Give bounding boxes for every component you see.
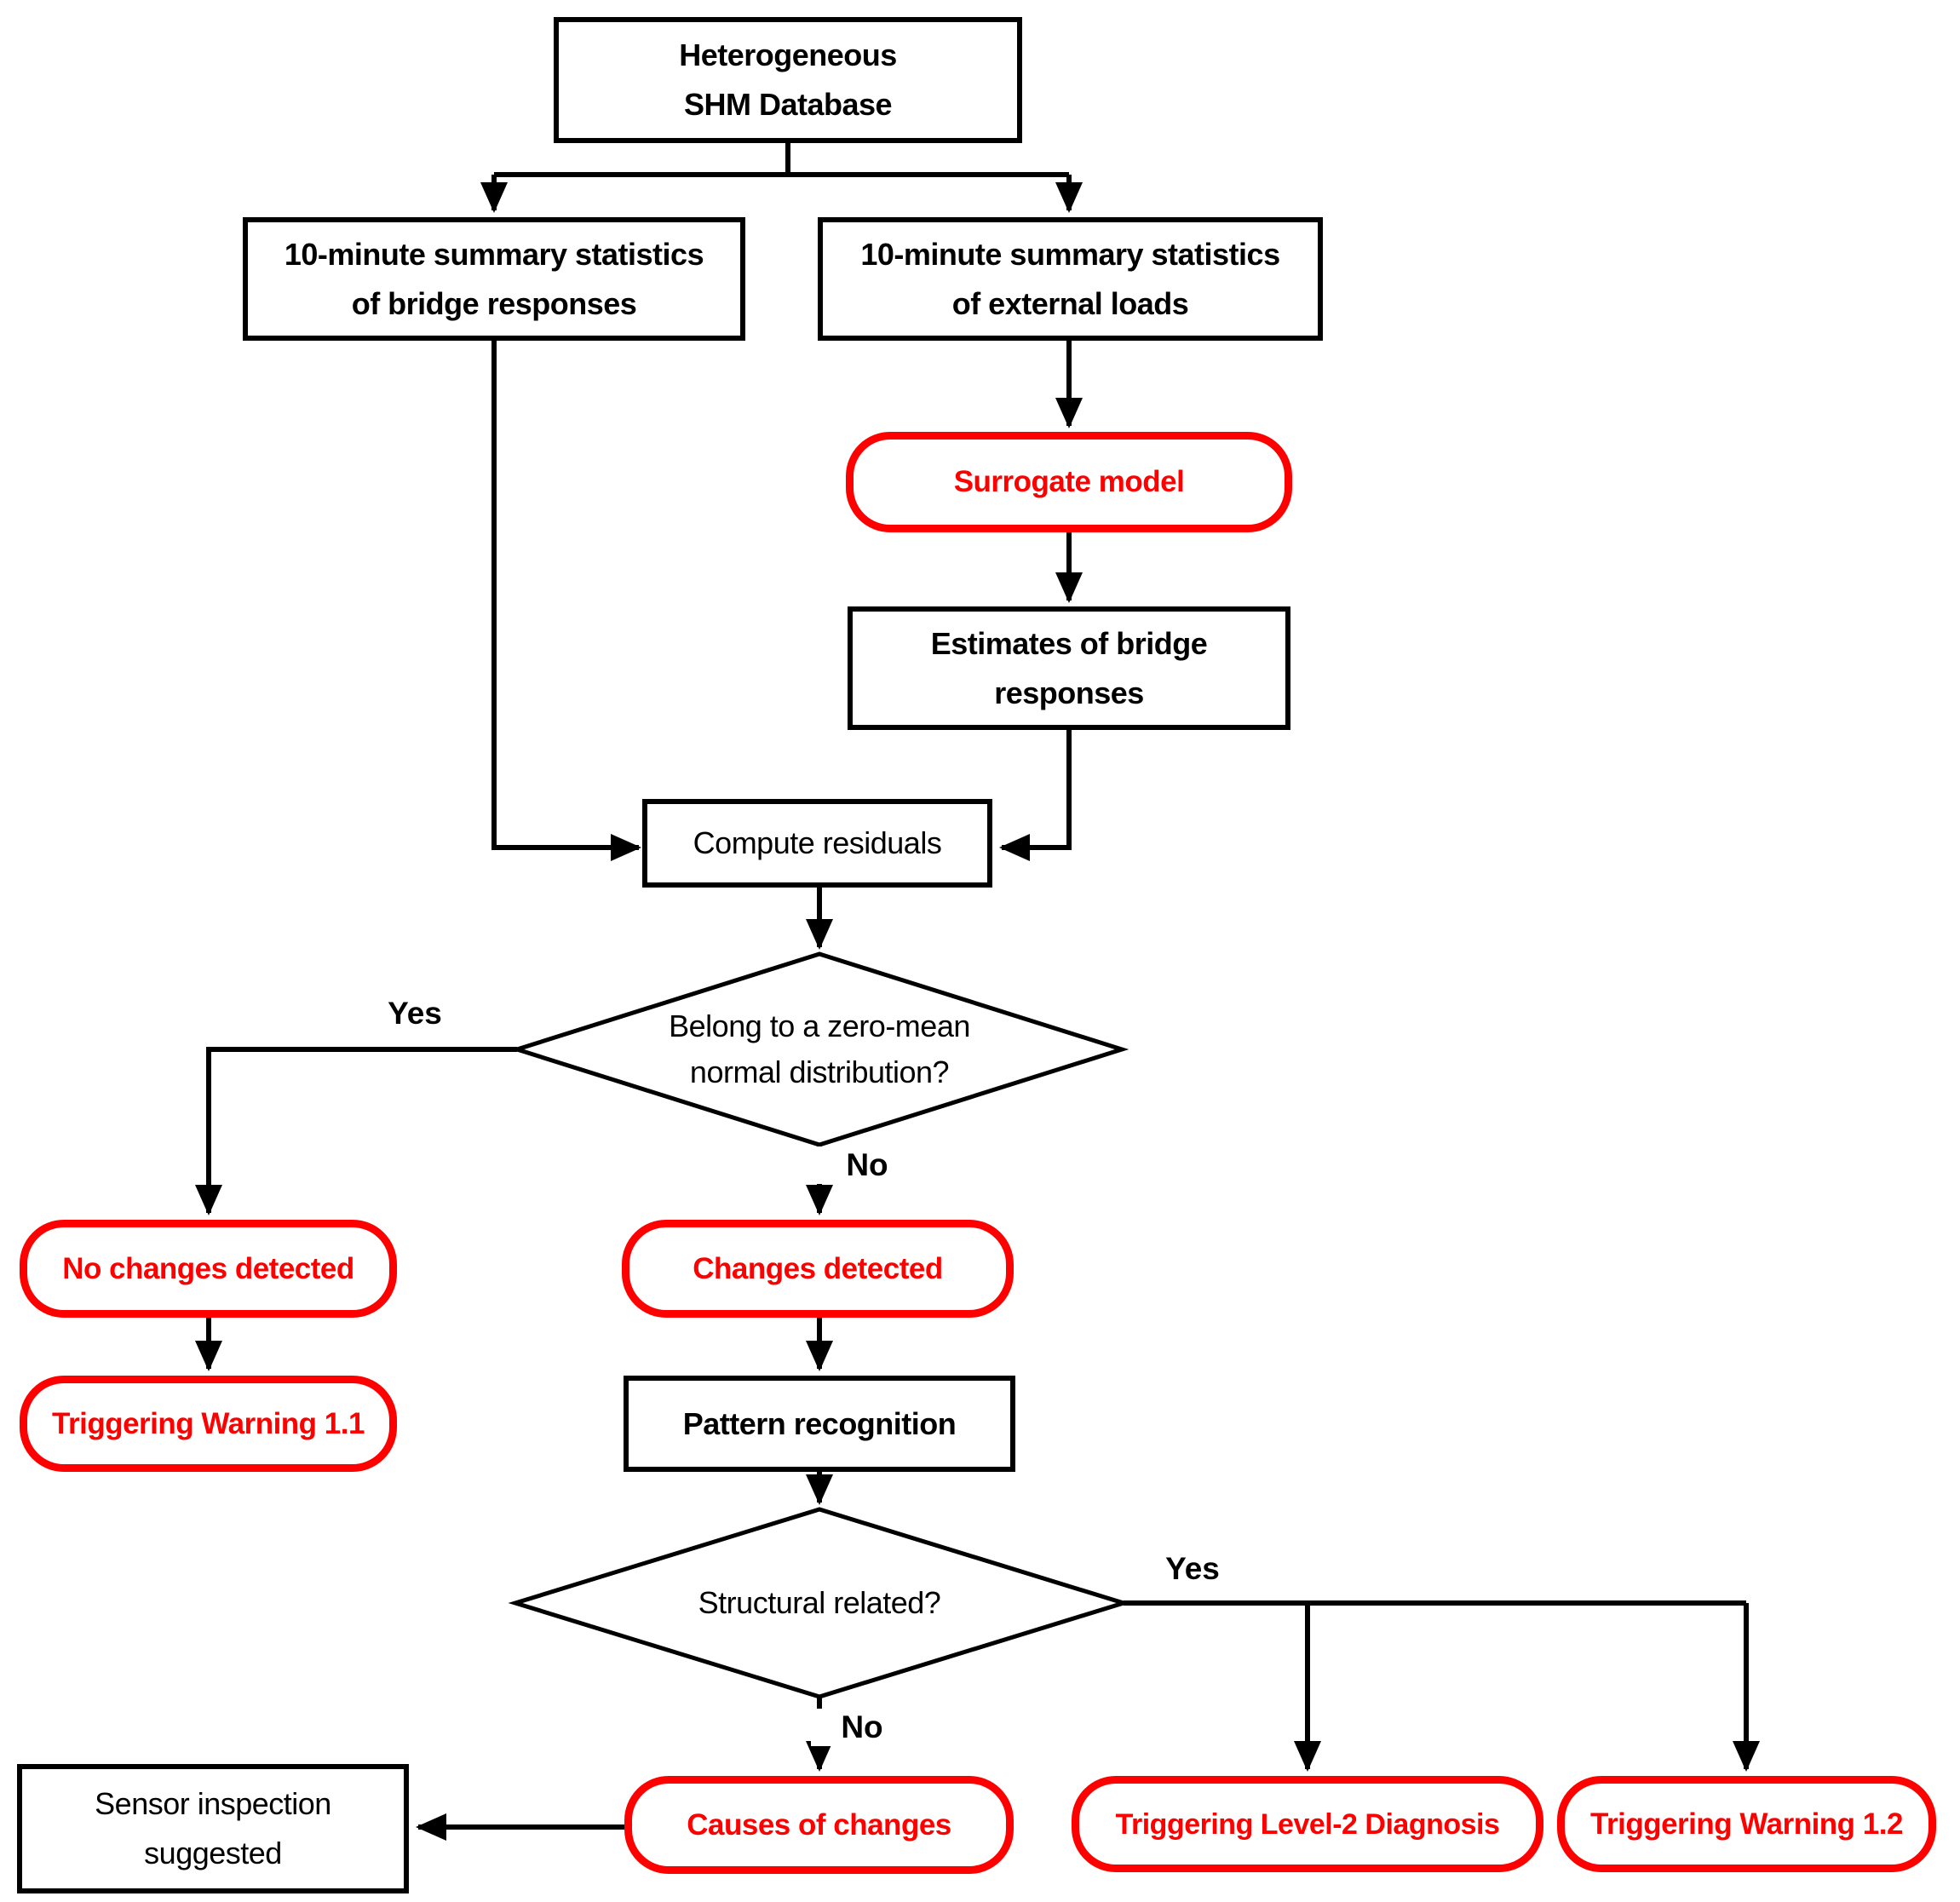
node-estimates-line1: Estimates of bridge xyxy=(930,625,1208,661)
node-level2-diagnosis-label: Triggering Level-2 Diagnosis xyxy=(1115,1807,1500,1841)
node-stats-loads: 10-minute summary statistics of external… xyxy=(818,217,1323,341)
node-sensor-inspection-line2: suggested xyxy=(144,1836,282,1870)
node-warning-1-2: Triggering Warning 1.2 xyxy=(1557,1776,1936,1872)
node-no-changes: No changes detected xyxy=(20,1220,397,1318)
node-no-changes-label: No changes detected xyxy=(62,1251,354,1285)
node-shm-database-line1: Heterogeneous xyxy=(679,37,897,72)
node-estimates-line2: responses xyxy=(994,675,1144,710)
label-structural-yes: Yes xyxy=(1141,1550,1244,1588)
decision-zero-mean-line2: normal distribution? xyxy=(689,1054,950,1089)
node-stats-bridge: 10-minute summary statistics of bridge r… xyxy=(243,217,745,341)
edge-estimates-to-residuals xyxy=(999,730,1072,861)
decision-zero-mean-line1: Belong to a zero-mean xyxy=(669,1008,970,1043)
decision-zero-mean-diamond xyxy=(509,951,1129,1147)
node-stats-loads-line2: of external loads xyxy=(951,285,1189,321)
node-compute-residuals: Compute residuals xyxy=(642,799,992,888)
node-pattern-recognition-label: Pattern recognition xyxy=(682,1405,957,1441)
node-stats-bridge-line2: of bridge responses xyxy=(351,285,637,321)
label-zero-mean-no: No xyxy=(816,1146,918,1184)
decision-zero-mean-label: Belong to a zero-mean normal distributio… xyxy=(581,984,1058,1115)
label-structural-no: No xyxy=(811,1709,913,1746)
node-level2-diagnosis: Triggering Level-2 Diagnosis xyxy=(1072,1776,1543,1872)
node-warning-1-2-label: Triggering Warning 1.2 xyxy=(1590,1807,1903,1841)
node-surrogate-model: Surrogate model xyxy=(846,432,1292,532)
decision-structural-text: Structural related? xyxy=(698,1585,941,1620)
edge-bridge-to-residuals xyxy=(491,341,641,861)
node-changes-detected-label: Changes detected xyxy=(693,1251,943,1285)
node-changes-detected: Changes detected xyxy=(622,1220,1014,1318)
node-shm-database: Heterogeneous SHM Database xyxy=(554,17,1022,143)
label-zero-mean-yes: Yes xyxy=(364,995,466,1032)
decision-structural-label: Structural related? xyxy=(606,1581,1032,1625)
node-estimates: Estimates of bridge responses xyxy=(848,606,1290,730)
edge-zeromean-yes xyxy=(195,1047,517,1215)
node-surrogate-model-label: Surrogate model xyxy=(953,465,1185,498)
node-warning-1-1: Triggering Warning 1.1 xyxy=(20,1376,397,1472)
node-causes-of-changes-label: Causes of changes xyxy=(687,1807,951,1842)
node-stats-bridge-line1: 10-minute summary statistics xyxy=(284,236,704,272)
node-warning-1-1-label: Triggering Warning 1.1 xyxy=(52,1406,365,1440)
node-compute-residuals-label: Compute residuals xyxy=(693,825,942,860)
decision-structural-diamond xyxy=(508,1507,1131,1699)
node-stats-loads-line1: 10-minute summary statistics xyxy=(860,236,1280,272)
node-pattern-recognition: Pattern recognition xyxy=(624,1376,1015,1472)
node-sensor-inspection-line1: Sensor inspection xyxy=(95,1786,331,1821)
node-sensor-inspection: Sensor inspection suggested xyxy=(17,1764,409,1893)
node-causes-of-changes: Causes of changes xyxy=(624,1776,1014,1874)
node-shm-database-line2: SHM Database xyxy=(683,87,893,122)
